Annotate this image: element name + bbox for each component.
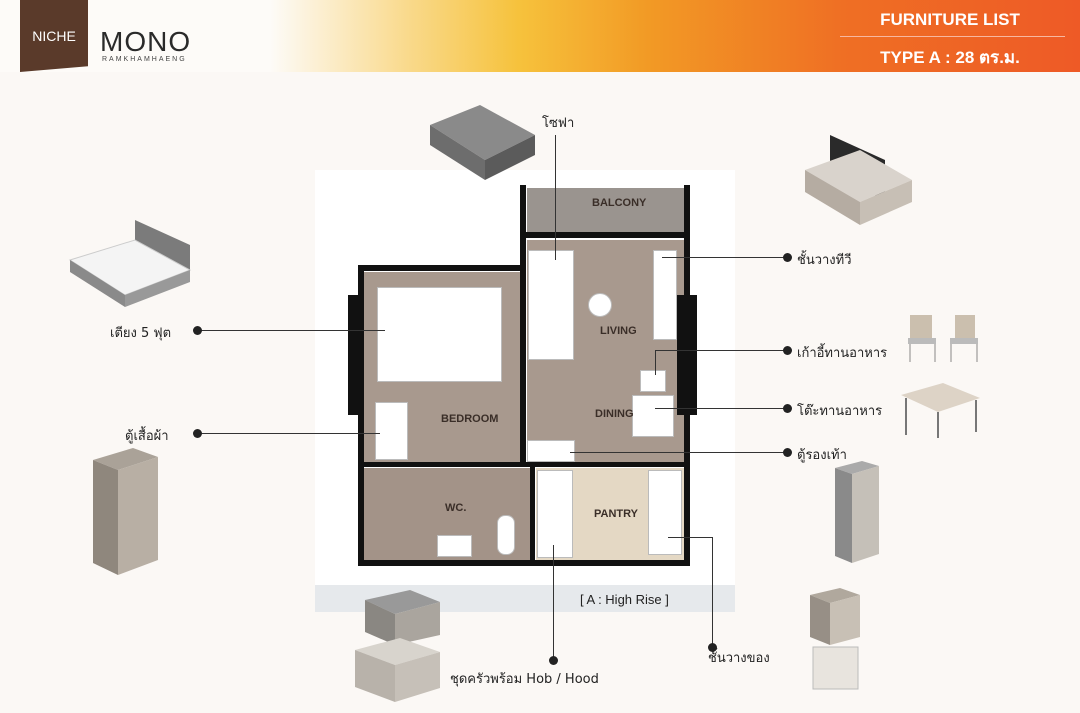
room-balcony: BALCONY bbox=[592, 197, 647, 209]
label-kitchen: ชุดครัวพร้อม Hob / Hood bbox=[450, 672, 599, 687]
wall bbox=[358, 462, 688, 467]
coffee-table-symbol bbox=[588, 293, 612, 317]
room-living: LIVING bbox=[600, 325, 637, 337]
wall bbox=[530, 462, 535, 565]
mono-logo: MONO bbox=[100, 26, 192, 57]
bed-illustration bbox=[68, 220, 192, 307]
tv-stand-illustration bbox=[805, 135, 912, 225]
bed-symbol bbox=[377, 287, 502, 382]
tv-shelf-symbol bbox=[653, 250, 677, 340]
toilet-symbol bbox=[497, 515, 515, 555]
wall bbox=[522, 232, 690, 238]
dining-chair-symbol bbox=[640, 370, 666, 392]
sofa-illustration bbox=[430, 105, 535, 180]
wardrobe-illustration bbox=[93, 448, 158, 575]
wall bbox=[358, 265, 526, 271]
column bbox=[348, 295, 364, 415]
room-bedroom: BEDROOM bbox=[441, 413, 499, 425]
plan-caption: [ A : High Rise ] bbox=[580, 592, 669, 607]
leader-dot bbox=[193, 429, 202, 438]
label-tv-shelf: ชั้นวางทีวี bbox=[797, 253, 852, 268]
dining-table-symbol bbox=[632, 395, 674, 437]
title-divider bbox=[840, 36, 1065, 37]
label-shelf: ชั้นวางของ bbox=[708, 651, 770, 666]
shelf-illustration bbox=[810, 588, 860, 690]
column bbox=[677, 295, 697, 415]
logo-subtitle: RAMKHAMHAENG bbox=[102, 56, 187, 63]
wall bbox=[520, 185, 526, 465]
label-dining-chair: เก้าอี้ทานอาหาร bbox=[797, 346, 888, 361]
shelf-symbol bbox=[648, 470, 682, 555]
leader-line bbox=[655, 408, 787, 409]
leader-line bbox=[197, 433, 380, 434]
label-wardrobe: ตู้เสื้อผ้า bbox=[125, 429, 169, 444]
page-title: FURNITURE LIST bbox=[880, 10, 1020, 29]
leader-dot bbox=[708, 643, 717, 652]
leader-line bbox=[655, 350, 656, 375]
kitchen-set-illustration bbox=[355, 590, 440, 702]
label-dining-table: โต๊ะทานอาหาร bbox=[797, 404, 883, 419]
shoe-cabinet-illustration bbox=[835, 461, 879, 563]
kitchen-symbol bbox=[537, 470, 573, 558]
balcony-floor bbox=[527, 188, 687, 238]
leader-line bbox=[570, 452, 787, 453]
leader-line bbox=[712, 537, 713, 647]
leader-dot bbox=[193, 326, 202, 335]
label-shoe-cabinet: ตู้รองเท้า bbox=[797, 448, 847, 463]
leader-line bbox=[662, 257, 787, 258]
leader-line bbox=[197, 330, 385, 331]
niche-logo: NICHE bbox=[20, 0, 88, 72]
leader-line bbox=[555, 135, 556, 260]
leader-dot bbox=[549, 656, 558, 665]
room-dining: DINING bbox=[595, 408, 634, 420]
basin-symbol bbox=[437, 535, 472, 557]
leader-line bbox=[553, 545, 554, 660]
sofa-symbol bbox=[528, 250, 574, 360]
page-subtitle: TYPE A : 28 ตร.ม. bbox=[880, 48, 1020, 67]
leader-line bbox=[655, 350, 787, 351]
label-bed: เตียง 5 ฟุต bbox=[110, 326, 172, 341]
wardrobe-symbol bbox=[375, 402, 408, 460]
wall bbox=[358, 265, 364, 565]
leader-dot bbox=[783, 404, 792, 413]
wall bbox=[684, 185, 690, 235]
wall bbox=[358, 560, 690, 566]
shoe-cabinet-symbol bbox=[527, 440, 575, 462]
dining-chairs-illustration bbox=[908, 315, 978, 362]
leader-line bbox=[668, 537, 712, 538]
label-sofa: โซฟา bbox=[542, 116, 575, 131]
dining-table-illustration bbox=[901, 383, 980, 438]
leader-dot bbox=[783, 253, 792, 262]
leader-dot bbox=[783, 346, 792, 355]
room-pantry: PANTRY bbox=[594, 508, 638, 520]
room-wc: WC. bbox=[445, 502, 467, 514]
leader-dot bbox=[783, 448, 792, 457]
